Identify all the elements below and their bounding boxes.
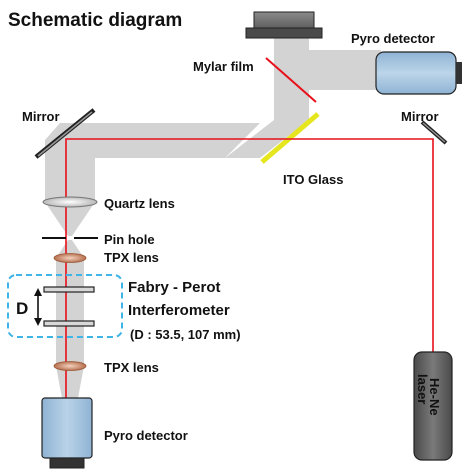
tpx-lens-top (53, 253, 87, 263)
mylar-film (265, 57, 317, 103)
beam-segment-to-pyro (309, 50, 381, 90)
d-arrow (34, 288, 42, 326)
laser-label-line1: He-Ne (427, 378, 442, 416)
label-mirror-left: Mirror (22, 109, 60, 124)
laser-label-line2: laser (415, 374, 430, 404)
pyro-detector-top (375, 51, 462, 95)
mirror-left-highlight (37, 111, 93, 157)
ito-glass (260, 112, 320, 164)
label-ito-glass: ITO Glass (283, 172, 343, 187)
label-fp-line2: Interferometer (128, 302, 230, 319)
mirror-right-highlight (422, 122, 446, 143)
beam-to-detector (56, 366, 84, 398)
d-label: D (16, 299, 28, 318)
label-fp-line1: Fabry - Perot (128, 279, 221, 296)
label-tpx-lens-bottom: TPX lens (104, 360, 159, 375)
fp-plate-bottom (43, 320, 95, 327)
label-mylar-film: Mylar film (193, 59, 254, 74)
tpx-lens-bottom (53, 361, 87, 371)
diagram-title: Schematic diagram (8, 10, 182, 31)
beam-focus-cone (45, 202, 95, 236)
thz-source (245, 11, 323, 39)
label-pyro-detector-top: Pyro detector (351, 31, 435, 46)
beam-segment-down (45, 140, 95, 202)
label-quartz-lens: Quartz lens (104, 196, 175, 211)
laser-path (65, 138, 434, 398)
quartz-lens (42, 196, 98, 208)
beam-expand-cone (56, 240, 84, 258)
he-ne-laser: He-Ne laser (413, 351, 453, 461)
fabry-perot-box (7, 274, 123, 338)
fp-plate-top (43, 286, 95, 293)
thz-beam-path (45, 34, 381, 398)
label-fp-spec: (D : 53.5, 107 mm) (130, 327, 241, 342)
label-pyro-detector-bottom: Pyro detector (104, 428, 188, 443)
pyro-detector-bottom (41, 397, 93, 469)
label-pin-hole: Pin hole (104, 232, 155, 247)
label-mirror-right: Mirror (401, 109, 439, 124)
beam-segment-horizontal (45, 123, 260, 158)
fp-plates (43, 286, 95, 327)
label-tpx-lens-top: TPX lens (104, 250, 159, 265)
beam-segment-diagonal (225, 90, 309, 158)
